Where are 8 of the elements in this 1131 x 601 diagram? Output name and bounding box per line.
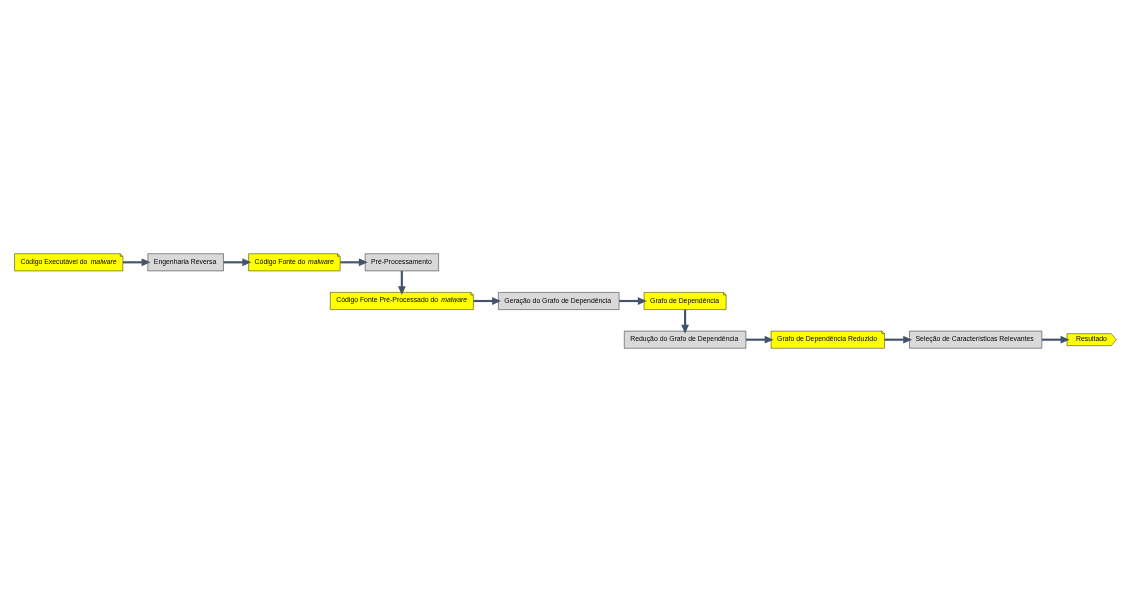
arrow (1041, 335, 1070, 344)
arrow (340, 257, 368, 266)
arrow (746, 335, 774, 344)
arrow (122, 257, 151, 266)
arrow (884, 335, 913, 344)
arrow (619, 296, 647, 305)
arrow (223, 257, 252, 266)
arrow (473, 296, 501, 305)
